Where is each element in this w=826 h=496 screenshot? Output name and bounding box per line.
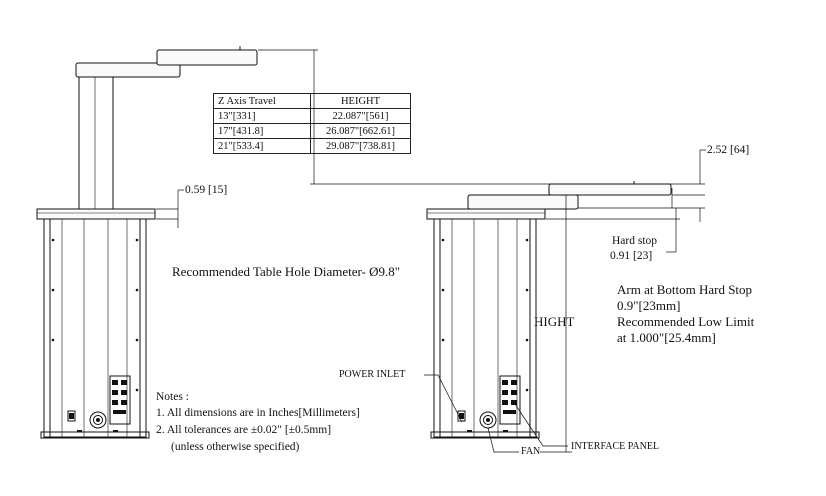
fan-label: FAN bbox=[521, 446, 541, 457]
bottom-stop-line-3: Recommended Low Limit bbox=[617, 314, 755, 329]
flange-dimension bbox=[156, 189, 184, 228]
table-cell: 22.087"[561] bbox=[310, 108, 411, 124]
height-dimension-line bbox=[540, 195, 572, 453]
table-row: 21"[533.4] 29.087"[738.81] bbox=[213, 138, 411, 154]
height-dimension-label: HIGHT bbox=[534, 314, 575, 329]
interface-panel-label: INTERFACE PANEL bbox=[571, 441, 660, 452]
left-base-housing bbox=[36, 208, 156, 439]
arm-clearance-label: 2.52 [64] bbox=[707, 144, 750, 156]
table-cell: 17"[431.8] bbox=[213, 123, 311, 139]
bottom-stop-line-1: Arm at Bottom Hard Stop bbox=[617, 282, 753, 297]
note-line-1: 1. All dimensions are in Inches[Millimet… bbox=[156, 407, 360, 419]
table-header-cell: Z Axis Travel bbox=[213, 93, 311, 109]
table-cell: 21"[533.4] bbox=[213, 138, 311, 154]
note-line-2: 2. All tolerances are ±0.02" [±0.5mm] bbox=[156, 424, 332, 436]
z-travel-table: Z Axis Travel HEIGHT 13"[331] 22.087"[56… bbox=[213, 93, 411, 154]
left-robot-arm bbox=[75, 46, 258, 210]
hard-stop-dimension bbox=[546, 208, 680, 253]
table-row: 13"[331] 22.087"[561] bbox=[213, 108, 411, 124]
bottom-stop-line-2: 0.9"[23mm] bbox=[617, 298, 681, 313]
power-inlet-label: POWER INLET bbox=[339, 369, 406, 380]
notes-heading: Notes : bbox=[156, 391, 189, 403]
table-cell: 13"[331] bbox=[213, 108, 311, 124]
hard-stop-value: 0.91 [23] bbox=[610, 250, 653, 262]
callout-leaders bbox=[424, 374, 568, 453]
table-header-row: Z Axis Travel HEIGHT bbox=[213, 93, 411, 109]
table-cell: 29.087"[738.81] bbox=[310, 138, 411, 154]
right-base-housing bbox=[426, 208, 546, 439]
bottom-stop-line-4: at 1.000"[25.4mm] bbox=[617, 330, 716, 345]
table-header-cell: HEIGHT bbox=[310, 93, 411, 109]
hard-stop-label: Hard stop bbox=[612, 235, 658, 247]
right-robot-arm bbox=[467, 181, 672, 210]
flange-thickness-label: 0.59 [15] bbox=[185, 184, 228, 196]
table-row: 17"[431.8] 26.087"[662.61] bbox=[213, 123, 411, 139]
table-cell: 26.087"[662.61] bbox=[310, 123, 411, 139]
note-line-3: (unless otherwise specified) bbox=[171, 441, 300, 453]
table-hole-callout: Recommended Table Hole Diameter- Ø9.8" bbox=[172, 264, 401, 279]
arm-clearance-dimension bbox=[578, 149, 706, 222]
